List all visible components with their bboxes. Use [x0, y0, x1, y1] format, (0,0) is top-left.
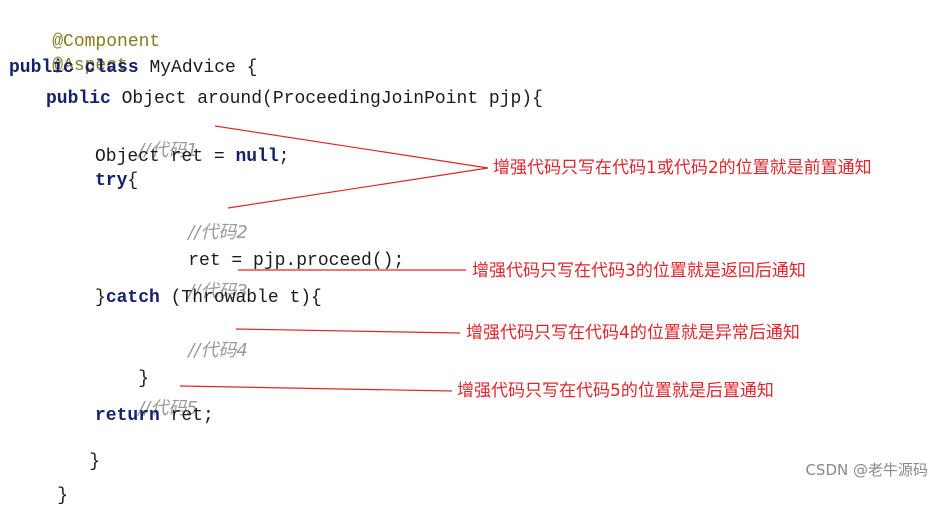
code-line-proceed: ret = pjp.proceed();: [145, 228, 404, 294]
code-line-annotation-aspect: @Aspect: [9, 33, 128, 99]
proceed-call: ret = pjp.proceed();: [188, 251, 405, 271]
code-line-comment2: //代码2: [145, 200, 248, 267]
class-name: MyAdvice {: [138, 58, 258, 78]
ret-declaration: Object ret =: [95, 147, 236, 167]
code-line-comment3: //代码3: [145, 259, 248, 326]
annotation-aspect: @Aspect: [52, 56, 128, 76]
keyword-null: null: [235, 147, 279, 167]
code-line-method-close: }: [46, 429, 100, 495]
catch-open-brace: }: [95, 288, 106, 308]
return-value: ret;: [159, 406, 214, 426]
code-line-comment5: //代码5: [95, 376, 198, 443]
leader-line-code4: [235, 328, 461, 334]
note-after-advice: 增强代码只写在代码5的位置就是后置通知: [457, 381, 774, 401]
semicolon: ;: [278, 147, 290, 167]
method-close-brace: }: [89, 452, 101, 472]
keyword-class: class: [84, 58, 139, 78]
comment-code2: //代码2: [188, 222, 248, 243]
code-line-annotation-component: @Component: [9, 9, 160, 75]
code-line-comment1: //代码1: [95, 118, 198, 185]
class-close-brace: }: [57, 486, 69, 506]
try-brace: {: [127, 171, 139, 191]
comment-code3: //代码3: [188, 281, 248, 302]
keyword-catch: catch: [105, 288, 160, 308]
code-line-try: try{: [95, 170, 138, 192]
comment-code1: //代码1: [138, 140, 198, 161]
note-after-throwing-advice: 增强代码只写在代码4的位置就是异常后通知: [466, 323, 800, 343]
note-after-returning-advice: 增强代码只写在代码3的位置就是返回后通知: [472, 261, 806, 281]
code-line-comment4: //代码4: [145, 318, 248, 385]
method-signature: Object around(ProceedingJoinPoint pjp){: [110, 89, 543, 109]
code-line-catch: }catch (Throwable t){: [95, 287, 322, 309]
keyword-public: public: [46, 89, 111, 109]
keyword-return: return: [95, 406, 160, 426]
watermark: CSDN @老牛源码: [805, 461, 928, 479]
leader-line-code2: [227, 167, 489, 209]
note-before-advice: 增强代码只写在代码1或代码2的位置就是前置通知: [493, 158, 872, 178]
catch-close-brace: }: [138, 369, 150, 389]
comment-code4: //代码4: [188, 340, 248, 361]
code-line-class-close: }: [14, 463, 68, 529]
code-line-return: return ret;: [95, 405, 214, 427]
comment-code5: //代码5: [138, 398, 198, 419]
leader-line-code5: [179, 385, 453, 392]
keyword-try: try: [95, 171, 128, 191]
annotation-component: @Component: [52, 32, 161, 52]
catch-parameter: (Throwable t){: [159, 288, 322, 308]
code-line-catch-close: }: [95, 346, 149, 412]
code-line-ret-declaration: Object ret = null;: [95, 146, 289, 168]
code-line-method-declaration: public Object around(ProceedingJoinPoint…: [46, 88, 543, 110]
keyword-public: public: [9, 58, 74, 78]
code-line-class-declaration: public class MyAdvice {: [9, 57, 257, 79]
